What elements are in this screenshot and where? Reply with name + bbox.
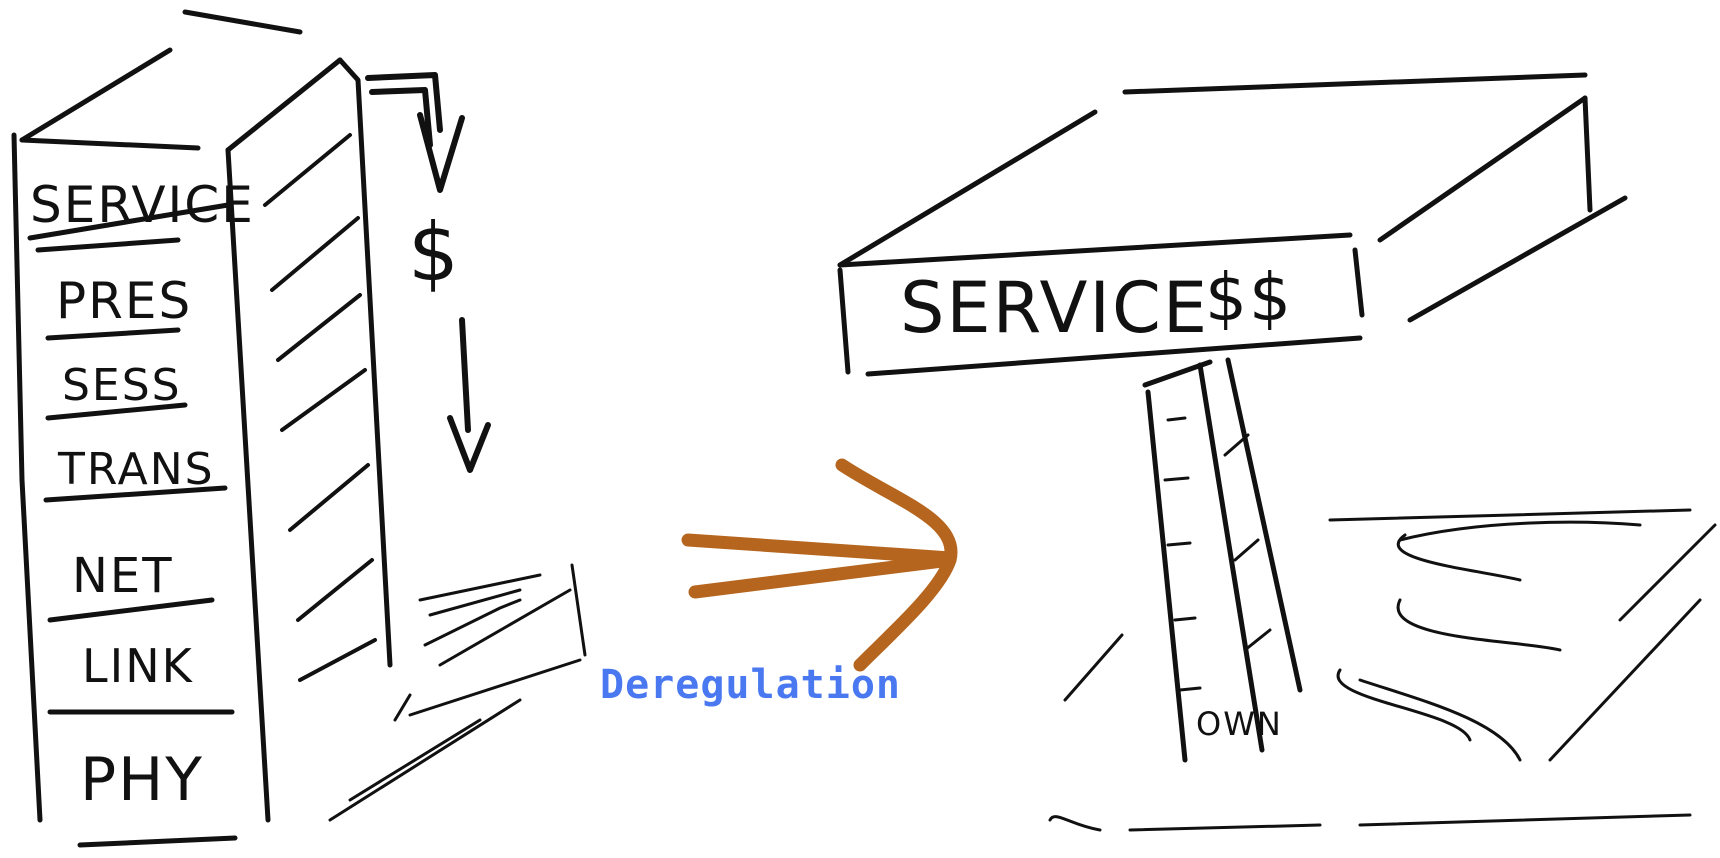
layer-label-phy: PHY [80, 745, 204, 815]
layer-label-pres: PRES [56, 272, 192, 330]
deregulation-arrow-icon [681, 458, 958, 672]
layer-label-trans: TRANS [57, 444, 215, 495]
pole-rungs [1163, 416, 1272, 692]
deregulation-label: Deregulation [600, 662, 901, 708]
layer-label-link: LINK [82, 639, 194, 693]
layer-label-service: SERVICE [30, 176, 255, 234]
service-sign-outline [837, 72, 1628, 377]
layer-label-sess: SESS [62, 360, 182, 411]
stack-price-symbol: $ [408, 206, 461, 299]
right-service-structure: SERVICE $$ OWN [837, 72, 1717, 832]
deregulation-transition: Deregulation [600, 458, 958, 708]
stack-side-hatching [263, 133, 377, 682]
stack-layer-dividers [27, 202, 235, 715]
ground-scribbles [1048, 508, 1717, 832]
pole-label: OWN [1196, 705, 1283, 743]
stack-layer-labels: SERVICE PRES SESS TRANS NET LINK PHY [30, 176, 255, 815]
stack-outline [11, 9, 393, 848]
layer-label-net: NET [72, 548, 174, 604]
money-flow-arrow [365, 72, 491, 473]
stack-base-sketch [328, 563, 587, 822]
service-price-symbol: $$ [1205, 259, 1293, 336]
left-protocol-stack: SERVICE PRES SESS TRANS NET LINK PHY $ [11, 9, 587, 848]
service-sign-label: SERVICE [900, 267, 1209, 349]
service-pole [1142, 357, 1303, 763]
